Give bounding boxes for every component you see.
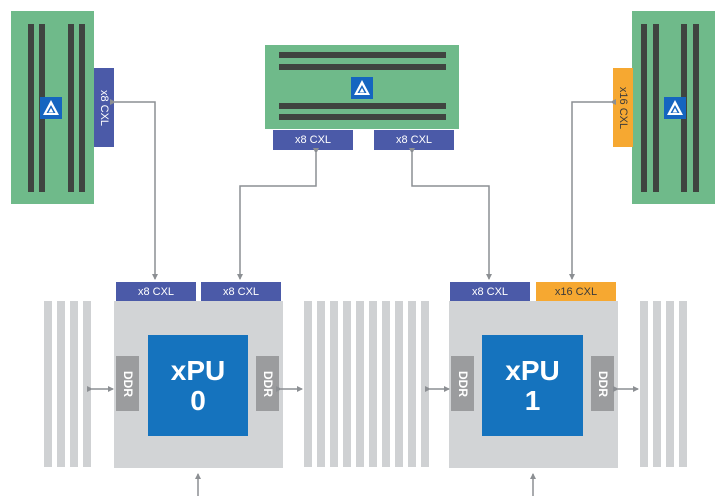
dimm-stick	[382, 301, 390, 467]
memory-bar	[68, 24, 74, 192]
dimm-stick	[679, 301, 687, 467]
memory-bar	[279, 103, 446, 109]
memory-bar	[279, 52, 446, 58]
dimm-stick	[304, 301, 312, 467]
xpu-label: xPU	[170, 354, 226, 386]
left-cxl-memory-card	[11, 11, 94, 204]
link-left-card-socket0	[110, 99, 158, 280]
dimm-stick	[317, 301, 325, 467]
xpu-label: xPU	[505, 354, 560, 386]
top-card-cxl-connector-left: x8 CXL	[273, 130, 353, 150]
dimm-stick	[356, 301, 364, 467]
cxl-label: x8 CXL	[294, 134, 332, 146]
dimm-stick	[44, 301, 52, 467]
cxl-label: x8 CXL	[222, 285, 260, 298]
dimm-stick	[653, 301, 661, 467]
socket-1-ddr-left: DDR	[451, 356, 474, 411]
dimm-stick	[330, 301, 338, 467]
socket-0-cxl-port-right: x8 CXL	[201, 282, 281, 301]
memory-bar	[653, 24, 659, 192]
dimm-stick	[83, 301, 91, 467]
socket-0-ddr-right: DDR	[256, 356, 279, 411]
xpu-index: 1	[524, 384, 541, 416]
socket-0-ddr-left: DDR	[116, 356, 139, 411]
socket-0-cxl-port-left: x8 CXL	[116, 282, 196, 301]
dimm-stick	[640, 301, 648, 467]
dimm-stick	[408, 301, 416, 467]
link-top-card-socket1	[409, 148, 492, 280]
link-top-card-socket0	[237, 148, 319, 280]
dimm-stick	[343, 301, 351, 467]
socket-1-ddr-right: DDR	[591, 356, 614, 411]
triangle-logo-icon	[40, 97, 62, 119]
dimm-group-center	[304, 301, 430, 467]
dimm-stick	[70, 301, 78, 467]
cxl-label: x8 CXL	[137, 285, 175, 298]
xpu-index: 0	[190, 384, 206, 416]
memory-bar	[79, 24, 85, 192]
triangle-logo-icon	[664, 97, 686, 119]
top-card-cxl-connector-right: x8 CXL	[374, 130, 454, 150]
link-right-card-socket1	[569, 99, 616, 280]
dimm-stick	[369, 301, 377, 467]
right-cxl-memory-card	[632, 11, 715, 204]
xpu-1-chip: xPU 1	[482, 335, 583, 436]
dimm-stick	[395, 301, 403, 467]
memory-bar	[641, 24, 647, 192]
dimm-group-right-1	[640, 301, 688, 467]
dimm-stick	[421, 301, 429, 467]
memory-bar	[279, 114, 446, 120]
cxl-label: x8 CXL	[471, 285, 509, 298]
cxl-label: x16 CXL	[554, 285, 598, 298]
memory-bar	[28, 24, 34, 192]
dimm-group-left-0	[44, 301, 92, 467]
cxl-label: x8 CXL	[395, 134, 433, 146]
triangle-logo-icon	[351, 77, 373, 99]
left-card-cxl-connector: x8 CXL	[94, 68, 114, 147]
right-card-cxl-connector: x16 CXL	[613, 68, 633, 147]
dimm-stick	[666, 301, 674, 467]
socket-1-cxl-port-right: x16 CXL	[536, 282, 616, 301]
memory-bar	[693, 24, 699, 192]
memory-bar	[279, 64, 446, 70]
dimm-stick	[57, 301, 65, 467]
socket-1-cxl-port-left: x8 CXL	[450, 282, 530, 301]
top-cxl-memory-card	[265, 45, 459, 129]
xpu-0-chip: xPU 0	[148, 335, 248, 436]
